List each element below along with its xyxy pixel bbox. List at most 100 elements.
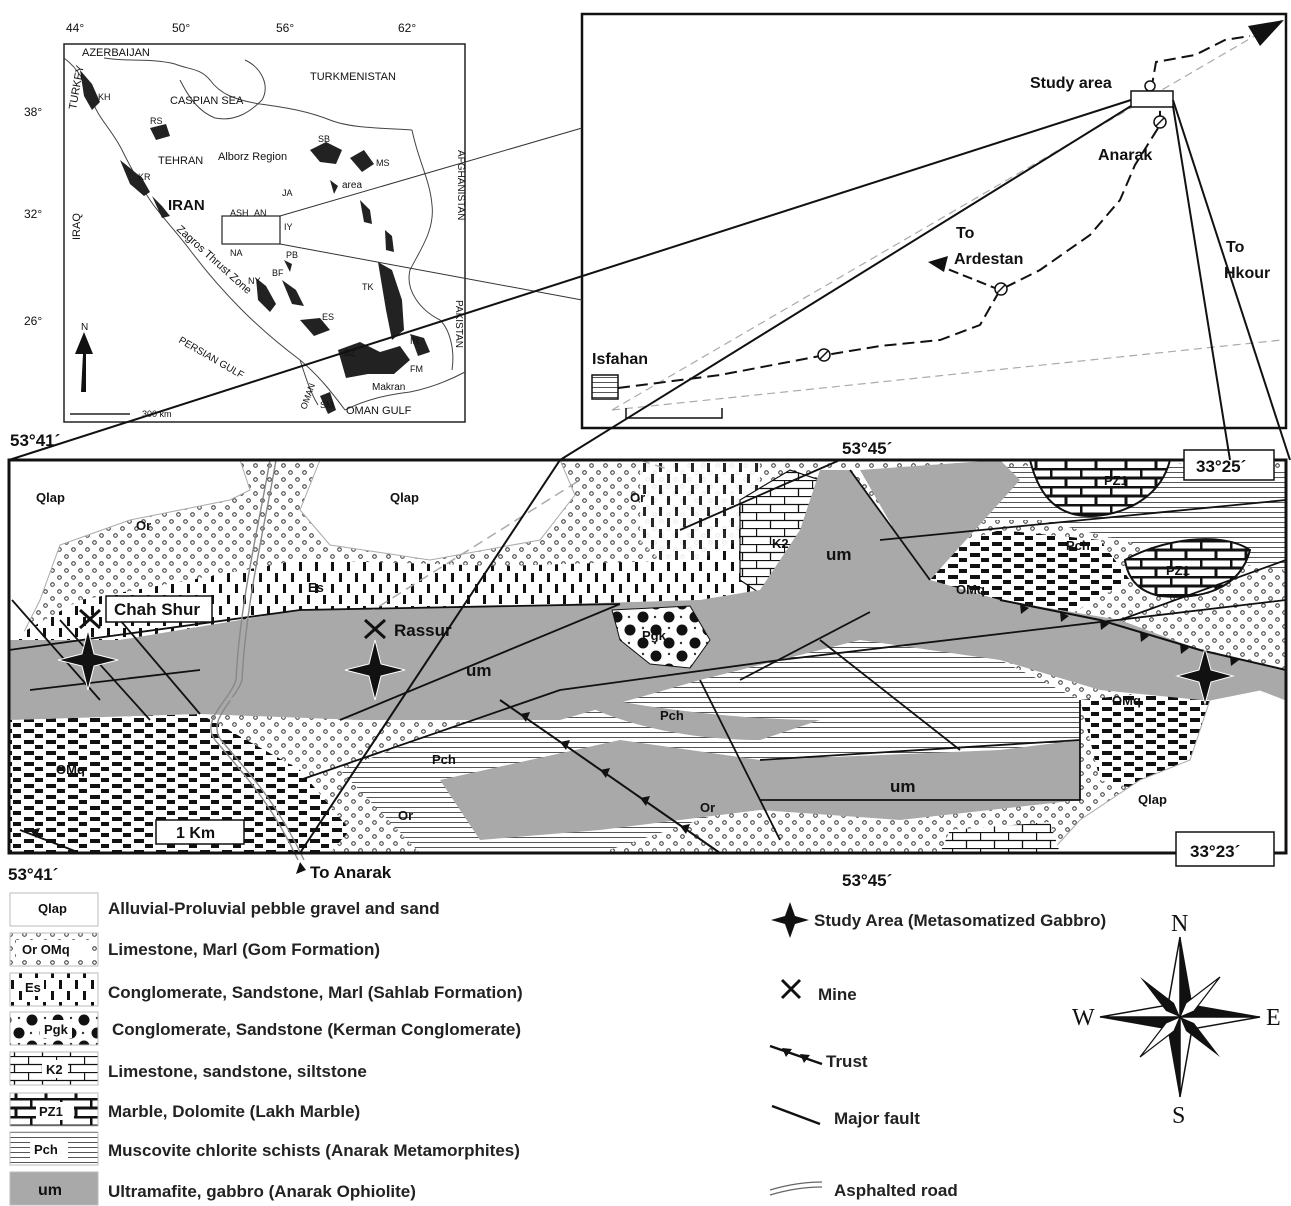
legend-label: Conglomerate, Sandstone, Marl (Sahlab Fo… bbox=[108, 983, 523, 1002]
sea-label: OMAN GULF bbox=[346, 405, 412, 417]
compass-n: N bbox=[1171, 911, 1188, 937]
code-label: MS bbox=[376, 158, 390, 168]
mine-symbols bbox=[78, 608, 387, 640]
rassur-label: Rassur bbox=[394, 621, 452, 640]
coord-tr: 33°25´ bbox=[1196, 457, 1246, 476]
code-label: JA bbox=[282, 188, 293, 198]
code-label: IR bbox=[410, 336, 420, 346]
compass-rose: N S W E bbox=[1072, 911, 1281, 1129]
unit-label: um bbox=[466, 661, 492, 680]
unit-label: Pch bbox=[1066, 538, 1090, 553]
code-label: BZ bbox=[344, 348, 356, 358]
geo-map-frame bbox=[7, 458, 1288, 855]
compass-e: E bbox=[1266, 1005, 1281, 1031]
code-label: BF bbox=[272, 268, 284, 278]
unit-label: um bbox=[826, 545, 852, 564]
legend-label: Limestone, sandstone, siltstone bbox=[108, 1062, 367, 1081]
coord-tl: 53°41´ bbox=[10, 431, 60, 450]
legend-label: Limestone, Marl (Gom Formation) bbox=[108, 940, 380, 959]
route-inset-frame bbox=[580, 12, 1288, 430]
lon-tick: 44° bbox=[66, 21, 84, 35]
legend-code: Pgk bbox=[44, 1022, 69, 1037]
code-label: NY bbox=[248, 276, 261, 286]
unit-label: OMq bbox=[56, 762, 85, 777]
code-label: IY bbox=[284, 222, 293, 232]
route-scale-bar bbox=[625, 408, 723, 419]
code-label: NA bbox=[230, 248, 243, 258]
unit-label: Pch bbox=[660, 708, 684, 723]
to-anarak-label: To Anarak bbox=[310, 863, 392, 882]
legend-label: Ultramafite, gabbro (Anarak Ophiolite) bbox=[108, 1182, 416, 1201]
unit-label: Or bbox=[630, 490, 645, 505]
code-label: SB bbox=[318, 134, 330, 144]
unit-label: PZ1 bbox=[1166, 563, 1190, 578]
legend-symbols: Study Area (Metasomatized Gabbro) Mine T… bbox=[769, 902, 1106, 1200]
legend-code: Qlap bbox=[38, 901, 67, 916]
legend-label: Conglomerate, Sandstone (Kerman Conglome… bbox=[112, 1020, 521, 1039]
study-area-label: Study area bbox=[1030, 75, 1112, 92]
code-label: KR bbox=[138, 172, 151, 182]
unit-label: Or bbox=[700, 800, 715, 815]
lon-tick: 56° bbox=[276, 21, 294, 35]
legend-symbol-label: Trust bbox=[826, 1052, 868, 1071]
legend-symbol-label: Mine bbox=[818, 985, 857, 1004]
mine-icon bbox=[780, 978, 802, 1000]
asphalted-road bbox=[210, 459, 305, 861]
coord-br: 33°23´ bbox=[1190, 842, 1240, 861]
coord-box-br bbox=[1175, 831, 1275, 867]
route-inset-map: Study area Anarak To Ardestan To Hkour I… bbox=[580, 12, 1288, 430]
unit-label: Qlap bbox=[390, 490, 419, 505]
unit-label: Pch bbox=[432, 752, 456, 767]
tehran-label: TEHRAN bbox=[158, 155, 203, 167]
study-area-stars bbox=[57, 629, 1235, 706]
thrust-icon bbox=[769, 1044, 823, 1066]
legend-code: um bbox=[38, 1182, 62, 1199]
country-borders bbox=[63, 57, 466, 411]
unit-label: Es bbox=[308, 580, 324, 595]
to-ardestan-label-1: To bbox=[956, 225, 975, 242]
isfahan-label: Isfahan bbox=[592, 351, 648, 368]
code-label: ASH bbox=[230, 208, 249, 218]
isfahan-symbol bbox=[591, 374, 619, 400]
to-khour-label-1: To bbox=[1226, 239, 1245, 256]
anarak-label: Anarak bbox=[1098, 147, 1152, 164]
unit-label: Pgk bbox=[642, 628, 667, 643]
geo-scale-label: 1 Km bbox=[176, 825, 215, 842]
inset-scale-label: 300 km bbox=[142, 409, 172, 419]
inset-study-box bbox=[221, 215, 281, 245]
code-label: AN bbox=[254, 208, 267, 218]
legend-code: Pch bbox=[34, 1142, 58, 1157]
unit-label: PZ1 bbox=[1104, 473, 1128, 488]
geo-scale-box bbox=[155, 819, 245, 845]
legend-label: Alluvial-Proluvial pebble gravel and san… bbox=[108, 899, 440, 918]
code-label: PB bbox=[286, 250, 298, 260]
to-ardestan-label-2: Ardestan bbox=[954, 251, 1023, 268]
unit-label: um bbox=[890, 777, 916, 796]
country-label: IRAQ bbox=[71, 213, 83, 240]
legend-label: Muscovite chlorite schists (Anarak Metam… bbox=[108, 1141, 520, 1160]
lon-tick: 62° bbox=[398, 21, 416, 35]
lat-tick: 32° bbox=[24, 207, 42, 221]
unit-label: OMq bbox=[1112, 693, 1141, 708]
code-label: ES bbox=[322, 312, 334, 322]
coord-bm: 53°45´ bbox=[842, 871, 892, 890]
makran-label: Makran bbox=[372, 382, 405, 393]
code-label: TK bbox=[362, 282, 374, 292]
code-label: FM bbox=[410, 364, 423, 374]
code-label: RS bbox=[150, 116, 163, 126]
legend-symbol-label: Study Area (Metasomatized Gabbro) bbox=[814, 911, 1106, 930]
chah-shur-label: Chah Shur bbox=[114, 600, 200, 619]
sea-label: CASPIAN SEA bbox=[170, 95, 244, 107]
legend-code: Or OMq bbox=[22, 942, 70, 957]
zoom-lines bbox=[279, 127, 583, 301]
to-khour-label-2: Hkour bbox=[1224, 265, 1270, 282]
unit-label: Qlap bbox=[36, 490, 65, 505]
legend-code: PZ1 bbox=[39, 1104, 63, 1119]
inset-north-arrow: N bbox=[75, 322, 93, 392]
road-icon bbox=[769, 1181, 823, 1196]
lat-tick: 26° bbox=[24, 314, 42, 328]
unit-label: K2 bbox=[772, 536, 789, 551]
route-road bbox=[617, 35, 1251, 389]
country-label: AZERBAIJAN bbox=[82, 47, 150, 59]
